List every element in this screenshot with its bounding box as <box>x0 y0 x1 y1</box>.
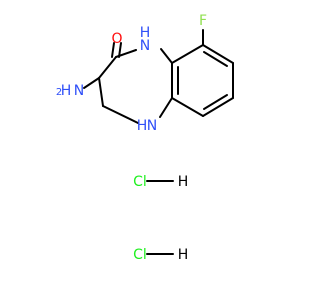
bond-c6-c5a <box>171 97 204 117</box>
salt-1-hydrogen-label: H <box>178 174 189 190</box>
atom-amine-nitrogen-label: N <box>74 83 84 99</box>
bond-c4-n5 <box>102 105 139 124</box>
atom-oxygen-label: O <box>111 31 122 47</box>
bond-c7-c6-inner <box>203 94 228 110</box>
bond-n1-c9a <box>160 48 173 64</box>
bond-c2-o-a <box>111 42 115 58</box>
atom-n1-label: N <box>140 38 150 54</box>
bond-c3-nh2 <box>83 77 100 89</box>
bond-c2-n1 <box>115 49 137 58</box>
bond-c2-o-b <box>118 42 122 58</box>
bond-layer <box>83 29 234 255</box>
bond-c9-c8-inner <box>203 51 228 67</box>
atom-n5-hydrogen-label: H <box>137 118 148 134</box>
bond-c9a-c9 <box>171 44 204 64</box>
atom-labels: O N H N H F N H 2 Cl H Cl H <box>56 13 207 263</box>
bond-c7-c6 <box>202 97 234 117</box>
structure-canvas: O N H N H F N H 2 Cl H Cl H <box>56 13 234 263</box>
atom-n1-hydrogen-label: H <box>140 25 151 41</box>
molecule-drawing: O N H N H F N H 2 Cl H Cl H <box>56 13 234 263</box>
salt-2-chlorine-label: Cl <box>133 247 147 263</box>
salt-1-chlorine-label: Cl <box>133 174 147 190</box>
bond-c9-c8 <box>202 44 234 64</box>
salt-2-hydrogen-label: H <box>178 247 189 263</box>
atom-fluorine-label: F <box>199 13 207 29</box>
bond-n5-c5a <box>159 97 173 118</box>
bond-c3-c4 <box>98 77 104 107</box>
bond-c2-c3 <box>98 56 117 79</box>
atom-amine-hydrogen-label: H <box>61 83 72 99</box>
atom-n5-label: N <box>147 118 157 134</box>
atom-amine-subscript-label: 2 <box>56 87 62 98</box>
